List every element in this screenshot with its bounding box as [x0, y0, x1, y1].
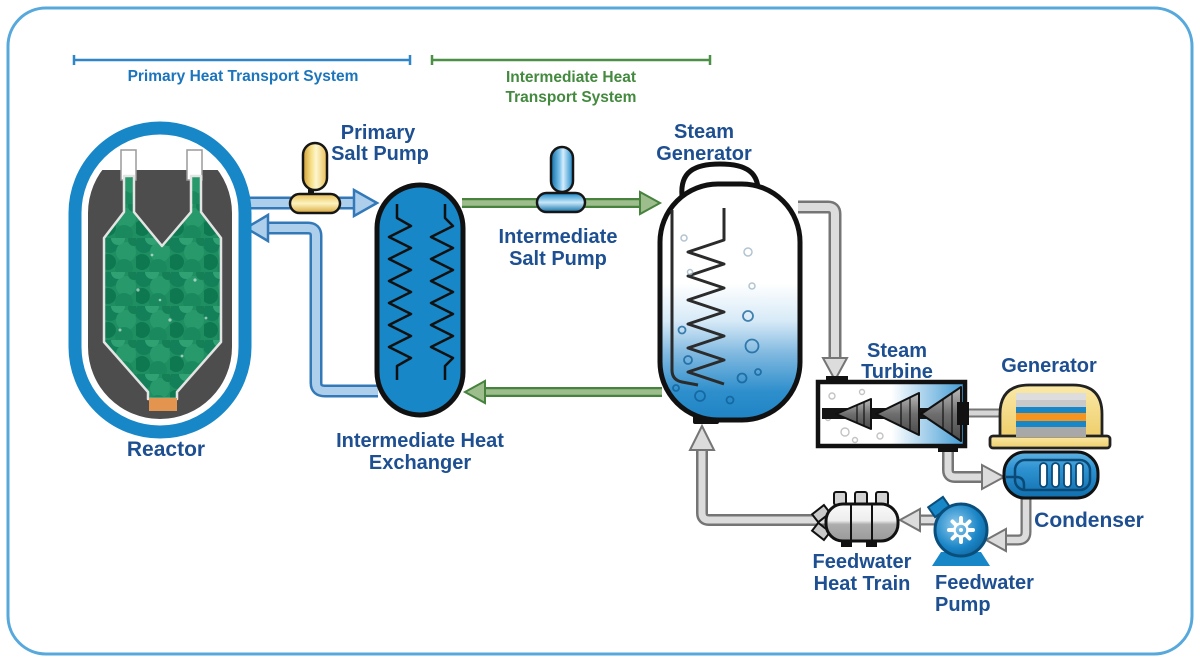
intermediate-pump-body	[549, 145, 575, 194]
primary-bracket-label: Primary Heat Transport System	[128, 68, 359, 85]
feedwater-heat-train-label-line2: Heat Train	[814, 573, 911, 595]
turbine-exhaust-pipe	[942, 448, 1007, 491]
intermediate-loop-bracket: Intermediate Heat Transport System	[430, 55, 712, 106]
pump-pedestal	[932, 552, 990, 566]
ihx-coils	[387, 204, 455, 380]
heat-train-leg-left	[841, 539, 852, 547]
primary-bracket-line	[72, 55, 412, 65]
primary-salt-pump-label-line2: Salt Pump	[331, 143, 429, 165]
intermediate-hot-leg-arrow	[639, 190, 663, 216]
steam-turbine: Steam Turbine	[815, 340, 969, 452]
intermediate-cold-leg-pipe	[462, 379, 662, 405]
feedwater-pump: Feedwater Pump	[926, 495, 1034, 616]
primary-loop-bracket: Primary Heat Transport System	[72, 55, 412, 85]
intermediate-salt-pump-label-line2: Salt Pump	[509, 248, 607, 270]
steam-generator-label-line2: Generator	[656, 143, 752, 165]
condenser: Condenser	[1002, 450, 1144, 532]
primary-pump-stem	[308, 188, 314, 197]
shaft-coupler	[957, 402, 969, 425]
condenser-label: Condenser	[1034, 509, 1144, 532]
pump-impeller	[947, 516, 975, 544]
pipes	[243, 187, 1032, 553]
feedwater-pump-label-line1: Feedwater	[935, 572, 1034, 594]
feedwater-pipe	[688, 423, 830, 526]
ihx-label-line1: Intermediate Heat	[336, 430, 504, 452]
ihx-vessel	[374, 182, 466, 418]
intermediate-bracket-label-line2: Transport System	[506, 89, 637, 106]
primary-pump-body	[301, 141, 329, 192]
generator: Generator	[988, 355, 1112, 450]
steam-turbine-label-line1: Steam	[867, 340, 927, 362]
intermediate-salt-pump: Intermediate Salt Pump	[499, 145, 618, 270]
primary-pump-base	[288, 192, 342, 215]
feedwater-pump-label-line2: Pump	[935, 594, 991, 616]
steam-line-arrow	[821, 357, 849, 383]
heat-train-dividers	[850, 505, 873, 540]
generator-base	[988, 434, 1112, 450]
sg-bubbles	[672, 234, 762, 405]
intermediate-bracket-line	[430, 55, 712, 65]
feedwater-arrow	[688, 423, 716, 451]
steam-generator: Steam Generator	[656, 121, 803, 424]
primary-salt-pump-label-line1: Primary	[341, 122, 416, 144]
heat-train-leg-right	[866, 539, 877, 547]
intermediate-salt-pump-label-line1: Intermediate	[499, 226, 618, 248]
condenser-tube-loop	[1013, 458, 1092, 492]
intermediate-pump-base	[535, 191, 587, 214]
condensate-pipe	[983, 496, 1032, 553]
generator-windings	[1016, 393, 1086, 437]
steam-generator-label-line1: Steam	[674, 121, 734, 143]
condensate-arrow	[983, 527, 1007, 553]
heat-train-left-nozzle-lower	[810, 521, 832, 542]
feedwater-heat-train-label-line1: Feedwater	[813, 551, 912, 573]
sg-coil	[670, 208, 726, 387]
ihx-label-line2: Exchanger	[369, 452, 471, 474]
heat-train-top-nozzles	[833, 491, 889, 506]
feedwater-heat-train: Feedwater Heat Train	[810, 491, 912, 595]
steam-turbine-label-line2: Turbine	[861, 361, 933, 383]
primary-hot-leg-arrow	[352, 187, 380, 219]
reactor: Reactor	[68, 121, 252, 461]
primary-cold-leg-pipe	[243, 212, 378, 398]
intermediate-cold-leg-arrow	[462, 379, 486, 405]
sg-vessel	[657, 181, 803, 423]
condenser-slots	[1039, 462, 1084, 488]
primary-salt-pump: Primary Salt Pump	[288, 122, 429, 215]
intermediate-bracket-label-line1: Intermediate Heat	[506, 69, 636, 86]
turbine-exhaust-arrow	[981, 463, 1007, 491]
intermediate-heat-exchanger: Intermediate Heat Exchanger	[336, 182, 504, 474]
primary-cold-leg-arrow	[243, 212, 270, 244]
pump-discharge-arrow	[897, 507, 921, 533]
condenser-shell	[1002, 450, 1100, 500]
reactor-pebble-bed	[102, 174, 223, 401]
reactor-outlet	[149, 398, 177, 411]
pump-discharge-pipe	[897, 507, 938, 533]
steam-line-pipe	[798, 200, 849, 383]
turbine-blade-stages	[835, 386, 962, 442]
generator-label: Generator	[1001, 355, 1097, 377]
heat-train-left-nozzle-upper	[810, 503, 832, 524]
heat-train-shell	[824, 502, 900, 543]
reactor-label: Reactor	[127, 438, 205, 461]
pebble-sparkles	[118, 253, 208, 358]
